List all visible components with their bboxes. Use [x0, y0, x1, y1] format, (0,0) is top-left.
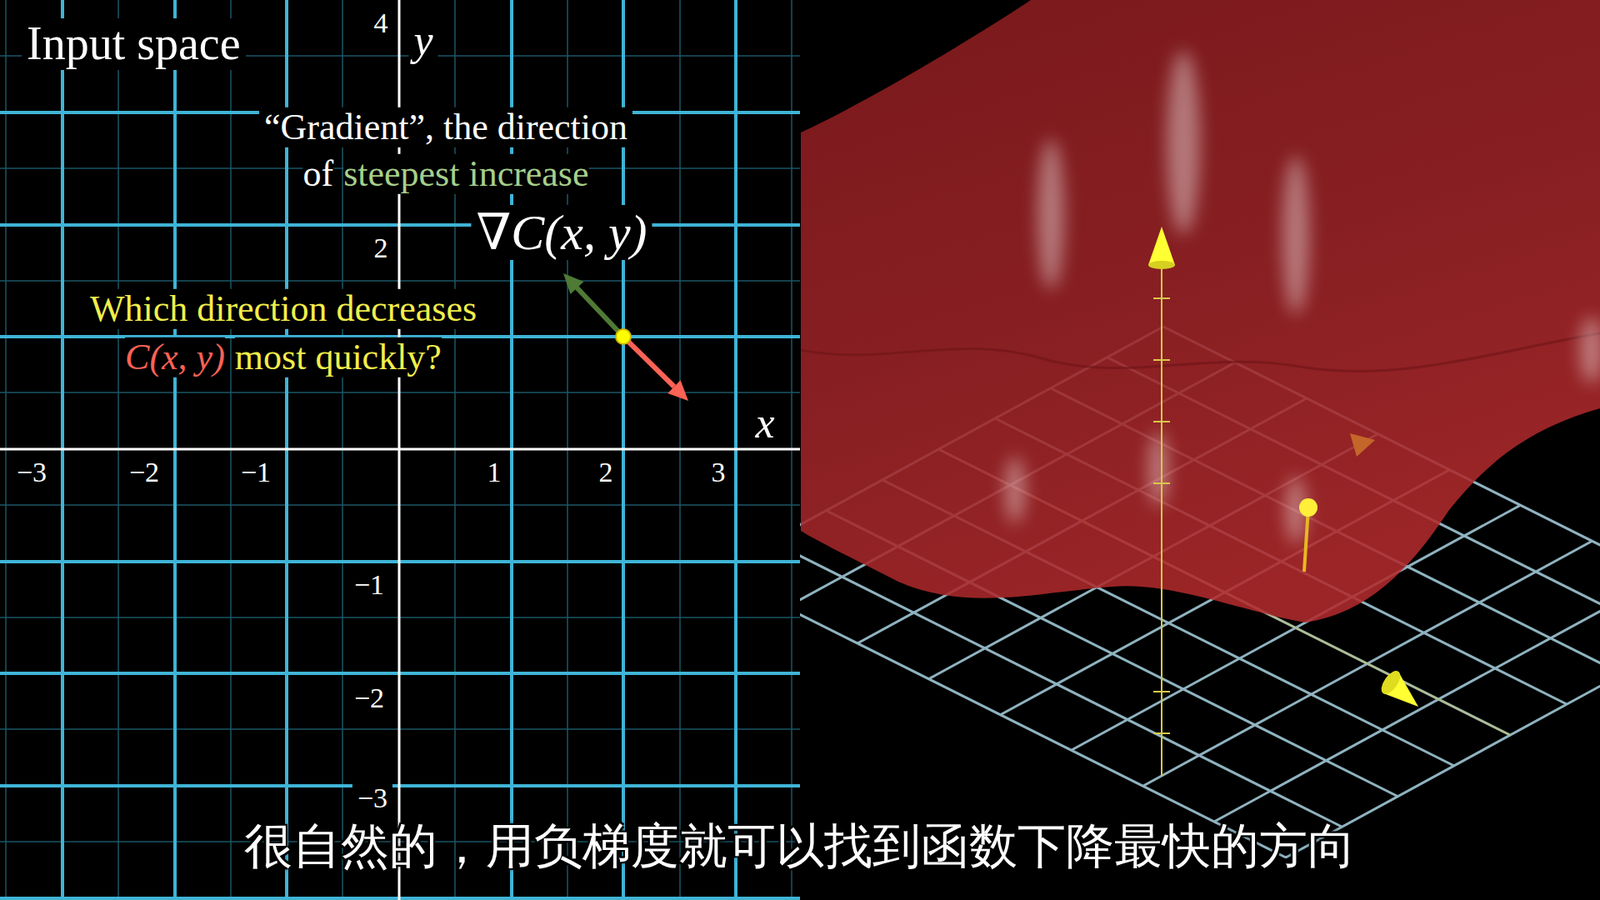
- axes: [0, 0, 800, 900]
- major-grid: [0, 0, 800, 900]
- surface-plot: [800, 0, 1600, 858]
- highlight: [1580, 316, 1600, 384]
- highlight: [1166, 50, 1200, 235]
- panel-title: Input space: [21, 18, 246, 70]
- vertical-axis: [1160, 265, 1163, 776]
- direction-cone-base: [1377, 667, 1404, 697]
- axis-tick: −3: [352, 782, 393, 814]
- axis-tick: 1: [482, 456, 507, 488]
- axis-name: x: [750, 399, 780, 447]
- point-ball: [1299, 498, 1318, 517]
- input-grid: [0, 0, 800, 900]
- orange-cone: [1350, 433, 1375, 457]
- minor-grid: [0, 0, 800, 900]
- negative-gradient-arrow-shaft: [623, 336, 675, 387]
- point-stem: [1304, 507, 1309, 572]
- highlight: [1282, 155, 1310, 315]
- input-point: [615, 329, 631, 345]
- axis-tick: 2: [369, 232, 394, 264]
- annotation: C(x, y): [125, 337, 225, 378]
- axis-cone: [1148, 226, 1175, 265]
- axis-ticks: [1153, 298, 1170, 734]
- gradient-arrow-shaft: [576, 287, 624, 337]
- annotation: “Gradient”, the direction: [259, 107, 633, 148]
- negative-gradient-arrow-head: [667, 380, 689, 401]
- highlight: [1148, 431, 1169, 507]
- axis-tick: −3: [11, 456, 52, 488]
- axis-tick: −2: [349, 682, 390, 714]
- question: Which direction decreases: [85, 289, 482, 330]
- axis-tick: 4: [369, 7, 394, 39]
- annotation: of: [302, 154, 334, 195]
- axis-tick: 3: [706, 456, 731, 488]
- annotation: most quickly?: [235, 337, 442, 378]
- axis-cone-base: [1148, 260, 1175, 270]
- axis-tick: −2: [124, 456, 165, 488]
- surface-fold: [800, 333, 1600, 371]
- highlight: [1037, 139, 1065, 290]
- axis-tick: 2: [594, 456, 619, 488]
- surface-highlights: [1005, 50, 1600, 544]
- axis-tick: −1: [349, 569, 390, 600]
- cost-surface: [800, 0, 1600, 623]
- axis-tick: −1: [235, 456, 276, 488]
- highlight: [1005, 456, 1025, 524]
- subtitle: 很自然的，用负梯度就可以找到函数下降最快的方向: [244, 820, 1356, 874]
- gradient-symbol: ∇C(x, y): [470, 205, 652, 260]
- axis-name: y: [408, 16, 438, 65]
- text-line: C(x, y)most quickly?: [125, 337, 442, 378]
- text-line: ofsteepest increase: [302, 154, 589, 195]
- annotation: steepest increase: [343, 154, 589, 195]
- gradient-arrow-head: [563, 273, 585, 295]
